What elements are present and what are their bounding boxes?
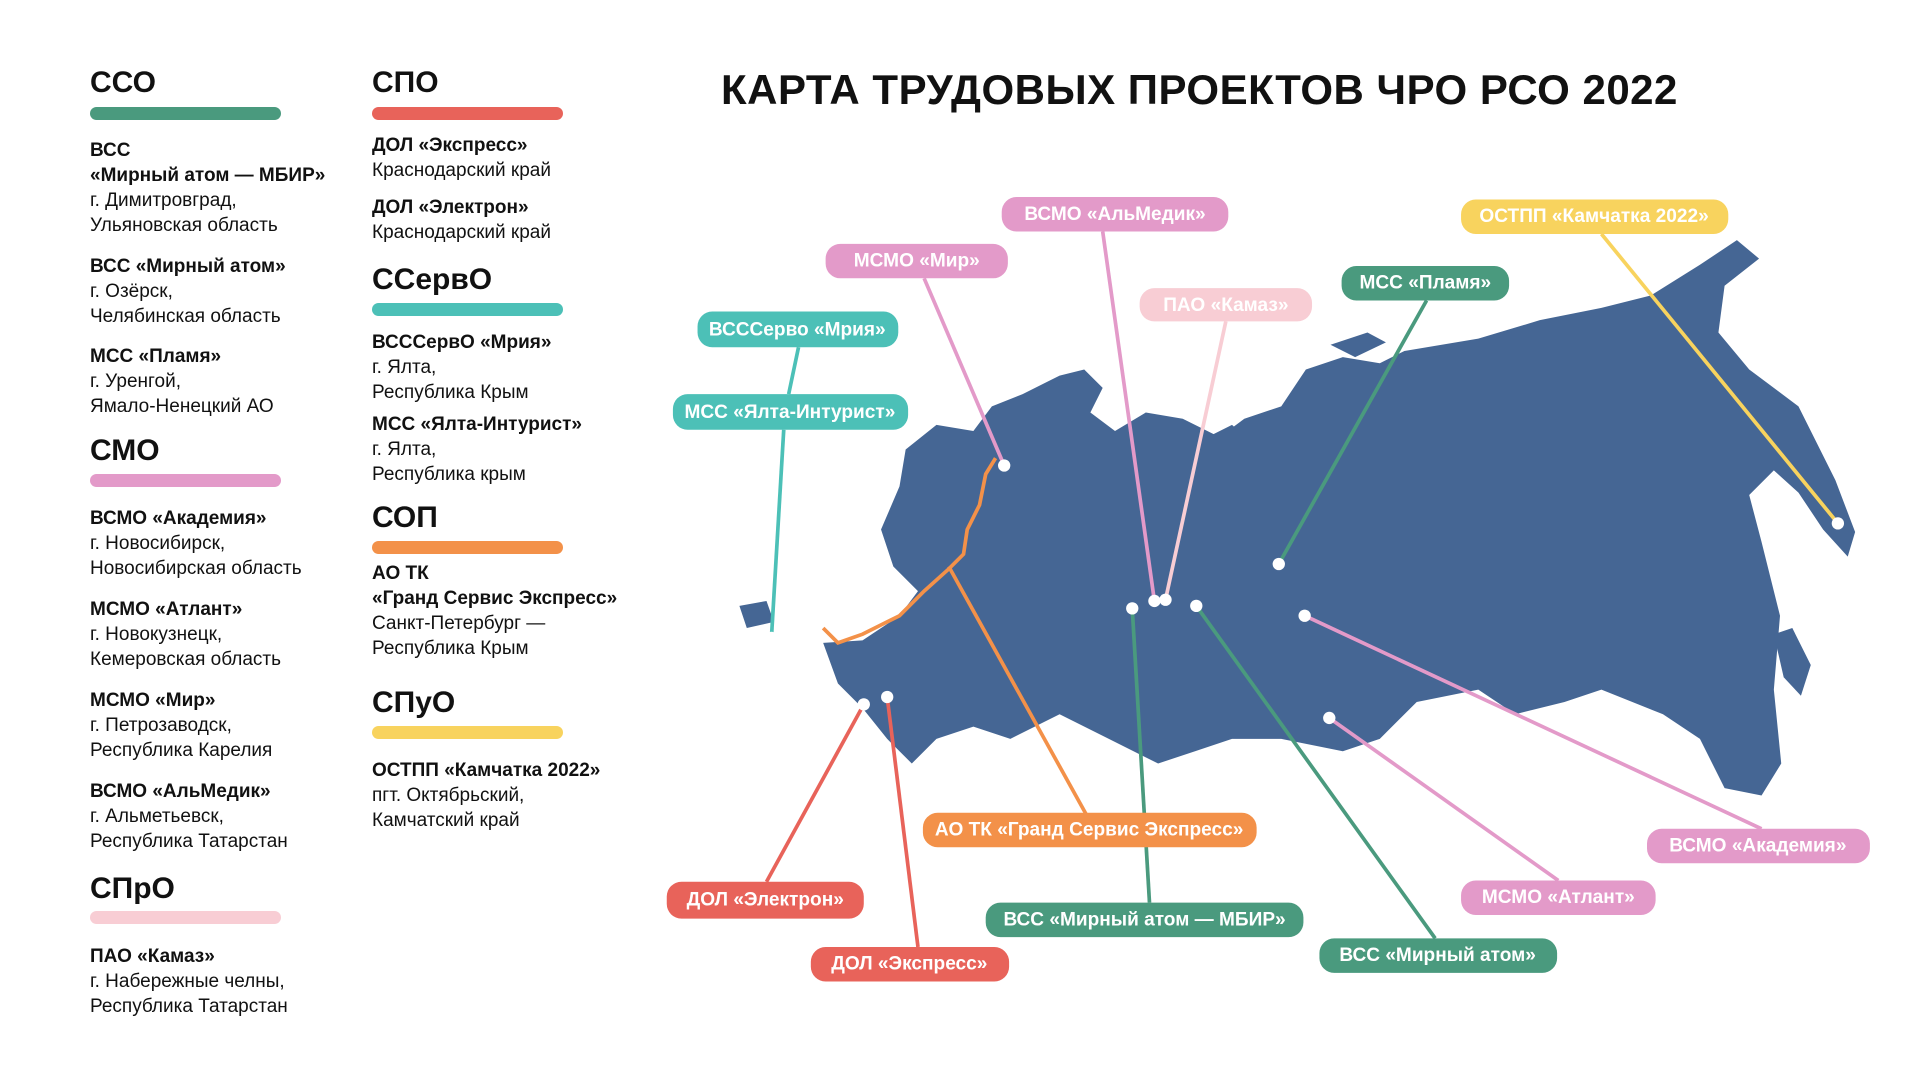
connector-lines: [764, 231, 1840, 948]
label-elektron[interactable]: ДОЛ «Электрон»: [666, 881, 864, 919]
legend-item: ДОЛ «Экспресс»Краснодарский край: [372, 135, 551, 181]
svg-text:ВСМО «АльМедик»: ВСМО «АльМедик»: [1024, 204, 1205, 225]
location-dot[interactable]: [765, 631, 778, 645]
legend-item: ПАО «Камаз»г. Набережные челны,Республик…: [90, 946, 288, 1017]
legend-item: ОСТПП «Камчатка 2022»пгт. Октябрьский,Ка…: [372, 760, 601, 831]
legend-sop-bar: [372, 541, 563, 554]
legend-sservo-title: ССервО: [372, 263, 493, 296]
svg-text:АО ТК «Гранд Сервис Экспресс»: АО ТК «Гранд Сервис Экспресс»: [935, 820, 1243, 841]
legend-item: МСС «Ялта-Интурист»г. Ялта,Республика кр…: [372, 414, 582, 485]
legend-sso-title: ССО: [90, 66, 156, 99]
legend-smo-title: СМО: [90, 434, 160, 467]
svg-text:ВСМО «Академия»: ВСМО «Академия»: [1669, 836, 1846, 857]
legend-item: АО ТК«Гранд Сервис Экспресс»Санкт-Петерб…: [372, 563, 618, 659]
svg-text:ВСС «Мирный атом — МБИР»: ВСС «Мирный атом — МБИР»: [1003, 909, 1285, 930]
label-akademiya[interactable]: ВСМО «Академия»: [1647, 828, 1870, 864]
location-dot[interactable]: [998, 459, 1011, 472]
svg-text:МСМО «Атлант»: МСМО «Атлант»: [1482, 887, 1635, 908]
legend-sop-title: СОП: [372, 501, 438, 534]
location-dot[interactable]: [1159, 593, 1172, 606]
label-mriya[interactable]: ВСССерво «Мрия»: [697, 311, 899, 348]
svg-text:ДОЛ «Экспресс»: ДОЛ «Экспресс»: [831, 954, 987, 975]
location-dot[interactable]: [1272, 557, 1285, 571]
location-dot[interactable]: [1126, 602, 1139, 615]
legend-spro-title: СПрО: [90, 872, 175, 905]
label-yalta[interactable]: МСС «Ялта-Интурист»: [672, 394, 909, 430]
svg-text:ВСС «Мирный атом»: ВСС «Мирный атом»: [1339, 945, 1535, 966]
svg-text:ДОЛ «Электрон»: ДОЛ «Электрон»: [687, 890, 844, 911]
page-title: КАРТА ТРУДОВЫХ ПРОЕКТОВ ЧРО РСО 2022: [721, 66, 1678, 113]
label-kamaz[interactable]: ПАО «Камаз»: [1139, 288, 1313, 322]
svg-text:ОСТПП «Камчатка 2022»: ОСТПП «Камчатка 2022»: [1479, 206, 1708, 227]
label-atlant[interactable]: МСМО «Атлант»: [1461, 880, 1656, 915]
legend-item: ВСССервО «Мрия»г. Ялта,Республика Крым: [372, 332, 552, 403]
label-kamchatka[interactable]: ОСТПП «Камчатка 2022»: [1461, 199, 1729, 234]
legend-spo-title: СПО: [372, 66, 439, 99]
svg-text:МСС «Пламя»: МСС «Пламя»: [1360, 273, 1492, 294]
legend-item: МСМО «Атлант»г. Новокузнецк,Кемеровская …: [90, 599, 281, 670]
label-express[interactable]: ДОЛ «Экспресс»: [810, 947, 1010, 982]
location-dot[interactable]: [1148, 594, 1161, 608]
legend-item: ВСМО «АльМедик»г. Альметьевск,Республика…: [90, 781, 288, 852]
svg-text:ВСССерво «Мрия»: ВСССерво «Мрия»: [709, 320, 886, 341]
location-dot[interactable]: [1190, 599, 1203, 613]
location-dot[interactable]: [881, 690, 894, 704]
legend-sso-bar: [90, 107, 281, 120]
legend-item: МСМО «Мир»г. Петрозаводск,Республика Кар…: [90, 690, 273, 761]
location-dot[interactable]: [1323, 711, 1336, 725]
svg-text:МСС «Ялта-Интурист»: МСС «Ялта-Интурист»: [684, 402, 895, 423]
legend-smo-bar: [90, 474, 281, 487]
legend-item: ВСС«Мирный атом — МБИР»г. Димитровград,У…: [90, 140, 326, 236]
svg-text:МСМО «Мир»: МСМО «Мир»: [854, 251, 980, 272]
legend-spuo-title: СПуО: [372, 686, 456, 719]
location-dot[interactable]: [1831, 517, 1845, 530]
label-plamya[interactable]: МСС «Пламя»: [1341, 265, 1510, 301]
label-almedik[interactable]: ВСМО «АльМедик»: [1001, 197, 1229, 232]
location-dot[interactable]: [1298, 609, 1311, 622]
legend-item: МСС «Пламя»г. Уренгой,Ямало-Ненецкий АО: [90, 346, 274, 417]
legend-spo-bar: [372, 107, 563, 120]
russia-landmass: [739, 240, 1856, 796]
label-grand[interactable]: АО ТК «Гранд Сервис Экспресс»: [922, 812, 1257, 848]
legend-spro-bar: [90, 911, 281, 924]
label-mbir[interactable]: ВСС «Мирный атом — МБИР»: [985, 902, 1304, 938]
legend-item: ВСС «Мирный атом»г. Озёрск,Челябинская о…: [90, 256, 286, 327]
legend-spuo-bar: [372, 726, 563, 739]
label-atom[interactable]: ВСС «Мирный атом»: [1319, 938, 1558, 973]
svg-text:ПАО «Камаз»: ПАО «Камаз»: [1163, 295, 1288, 316]
location-dot[interactable]: [857, 698, 870, 711]
legend-item: ВСМО «Академия»г. Новосибирск,Новосибирс…: [90, 508, 302, 579]
location-dots: [765, 459, 1845, 725]
legend-sservo-bar: [372, 303, 563, 316]
legend-item: ДОЛ «Электрон»Краснодарский край: [372, 197, 551, 243]
label-mir[interactable]: МСМО «Мир»: [825, 243, 1008, 279]
